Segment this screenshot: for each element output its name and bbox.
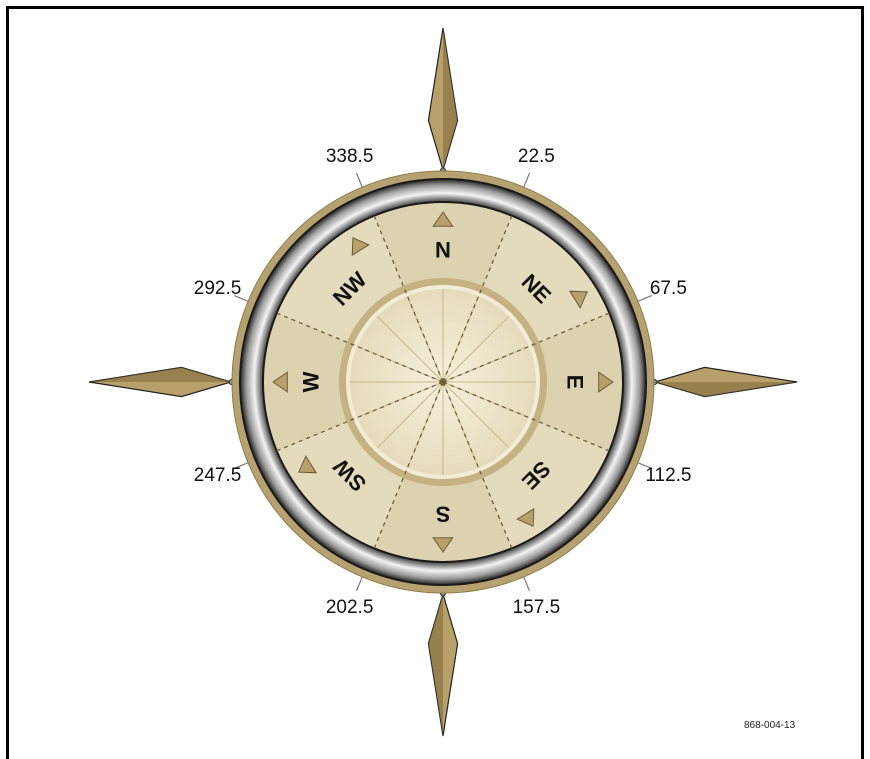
- direction-label-n: N: [435, 238, 451, 263]
- direction-label-w: W: [299, 371, 324, 392]
- degree-label: 202.5: [326, 597, 374, 618]
- degree-label: 247.5: [194, 465, 242, 486]
- degree-label: 157.5: [513, 597, 561, 618]
- degree-label: 22.5: [518, 146, 555, 167]
- degree-label: 112.5: [645, 465, 691, 486]
- degree-tick: [357, 577, 363, 591]
- degree-label: 292.5: [194, 278, 242, 299]
- cardinal-pointer-0: [428, 28, 457, 176]
- cardinal-pointer-270: [89, 367, 237, 396]
- degree-label: 338.5: [326, 146, 374, 167]
- cardinal-pointer-180: [428, 588, 457, 736]
- degree-label: 67.5: [650, 278, 687, 299]
- degree-tick: [357, 173, 363, 187]
- direction-label-e: E: [563, 375, 588, 390]
- cardinal-pointer-90: [649, 367, 797, 396]
- figure-code: 868-004-13: [744, 720, 795, 731]
- degree-tick: [524, 173, 530, 187]
- direction-label-s: S: [436, 502, 451, 527]
- degree-tick: [524, 577, 530, 591]
